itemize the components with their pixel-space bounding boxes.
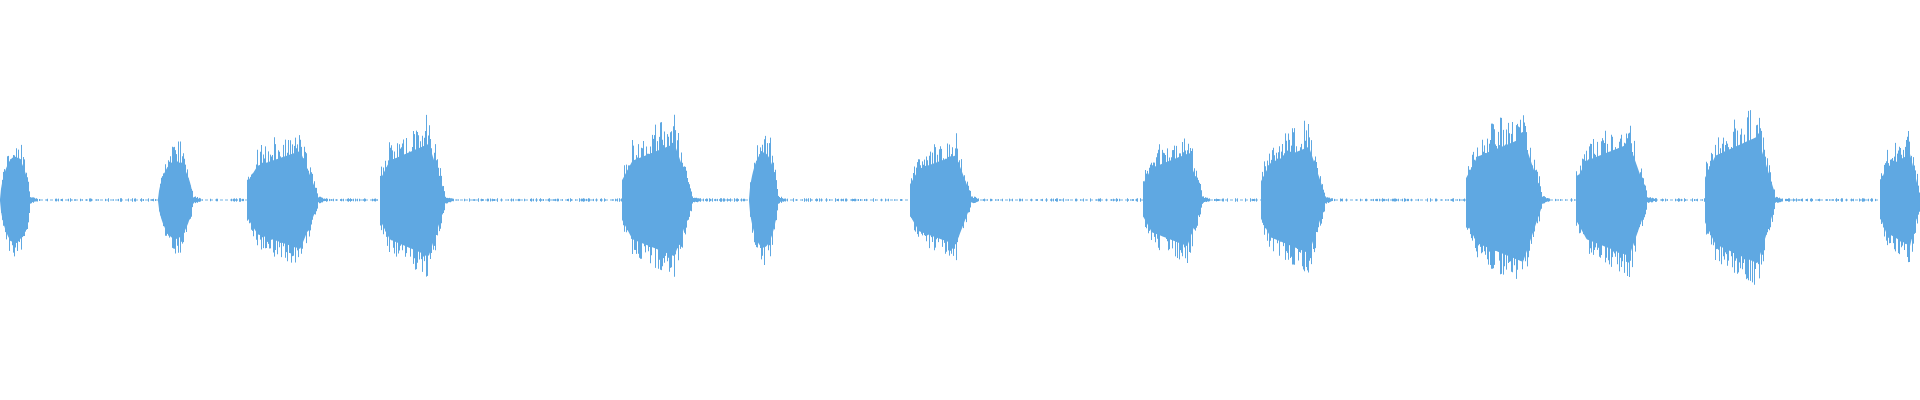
waveform-burst-9 — [1261, 146, 1324, 254]
waveform-burst-1 — [0, 156, 29, 244]
waveform-bursts — [0, 110, 1920, 285]
waveform-burst-3 — [247, 151, 317, 249]
waveform-burst-8 — [1143, 154, 1201, 246]
waveform-burst-10 — [1466, 138, 1541, 262]
waveform-burst-4 — [380, 144, 444, 256]
waveform-burst-13 — [1880, 153, 1919, 247]
waveform-burst-6 — [749, 152, 777, 248]
waveform-burst-5 — [622, 144, 691, 256]
waveform-burst-7 — [910, 155, 970, 245]
waveform-burst-2 — [158, 161, 192, 239]
waveform-burst-12 — [1705, 136, 1774, 264]
waveform-burst-11 — [1576, 143, 1646, 257]
